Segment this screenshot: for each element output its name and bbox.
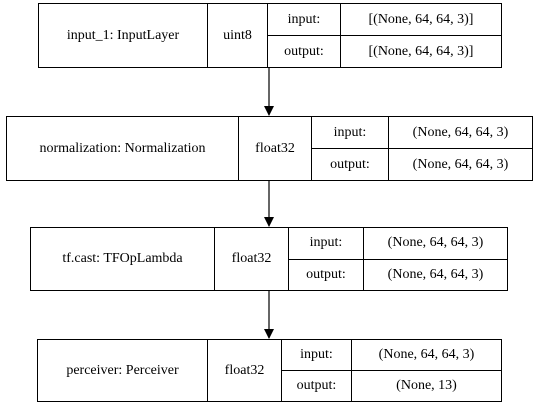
port-value-input: (None, 64, 64, 3) <box>412 124 509 140</box>
layer-name: input_1: InputLayer <box>39 4 208 67</box>
port-label-output: output: <box>312 149 389 180</box>
layer-ports: input: (None, 64, 64, 3) output: (None, … <box>289 228 507 290</box>
port-row-output: output: (None, 64, 64, 3) <box>289 258 507 290</box>
port-row-input: input: [(None, 64, 64, 3)] <box>268 4 501 35</box>
port-row-input: input: (None, 64, 64, 3) <box>282 340 501 370</box>
port-value-input: [(None, 64, 64, 3)] <box>368 11 474 27</box>
port-label-input: input: <box>282 340 352 370</box>
port-label-input: input: <box>312 117 389 148</box>
port-label-input: input: <box>268 4 341 35</box>
port-value-output: (None, 64, 64, 3) <box>387 266 484 282</box>
layer-dtype: float32 <box>208 340 282 401</box>
port-row-output: output: (None, 13) <box>282 370 501 401</box>
port-row-input: input: (None, 64, 64, 3) <box>312 117 532 148</box>
port-label-output: output: <box>282 371 352 401</box>
port-value-output: [(None, 64, 64, 3)] <box>368 43 474 59</box>
layer-node-perceiver: perceiver: Perceiver float32 input: (Non… <box>37 339 502 402</box>
port-row-output: output: [(None, 64, 64, 3)] <box>268 35 501 67</box>
layer-node-input: input_1: InputLayer uint8 input: [(None,… <box>38 3 502 68</box>
layer-node-normalization: normalization: Normalization float32 inp… <box>6 116 533 181</box>
port-row-output: output: (None, 64, 64, 3) <box>312 148 532 180</box>
layer-name: tf.cast: TFOpLambda <box>31 228 215 290</box>
port-row-input: input: (None, 64, 64, 3) <box>289 228 507 259</box>
layer-name: perceiver: Perceiver <box>38 340 208 401</box>
layer-node-tf-cast: tf.cast: TFOpLambda float32 input: (None… <box>30 227 508 291</box>
port-value-output: (None, 64, 64, 3) <box>412 156 509 172</box>
port-value-input: (None, 64, 64, 3) <box>378 347 475 362</box>
layer-dtype: float32 <box>239 117 312 180</box>
layer-dtype: float32 <box>215 228 289 290</box>
port-label-input: input: <box>289 228 364 259</box>
port-label-output: output: <box>289 259 364 290</box>
port-value-input: (None, 64, 64, 3) <box>387 235 484 251</box>
layer-name: normalization: Normalization <box>7 117 239 180</box>
layer-ports: input: (None, 64, 64, 3) output: (None, … <box>282 340 501 401</box>
port-label-output: output: <box>268 36 341 67</box>
port-value-output: (None, 13) <box>396 378 457 393</box>
layer-ports: input: (None, 64, 64, 3) output: (None, … <box>312 117 532 180</box>
layer-dtype: uint8 <box>208 4 268 67</box>
layer-ports: input: [(None, 64, 64, 3)] output: [(Non… <box>268 4 501 67</box>
